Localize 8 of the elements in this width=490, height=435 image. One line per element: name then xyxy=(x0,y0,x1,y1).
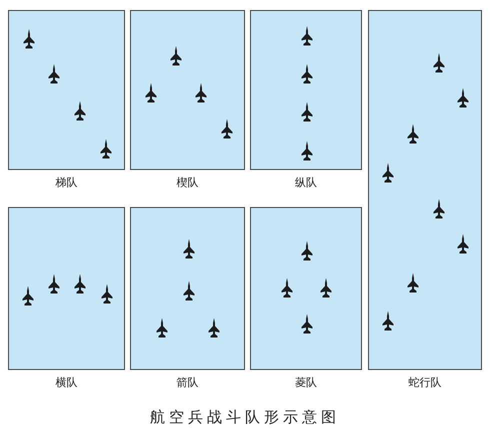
formation-label: 梯队 xyxy=(56,176,78,190)
formation-label: 横队 xyxy=(56,376,78,390)
formation-label: 楔队 xyxy=(176,176,198,190)
formation-label: 菱队 xyxy=(295,376,317,390)
formation-label: 蛇行队 xyxy=(408,376,442,390)
caption: 航空兵战斗队形示意图 xyxy=(150,408,340,426)
formation-label: 纵队 xyxy=(295,176,317,190)
formation-label: 箭队 xyxy=(176,376,198,390)
